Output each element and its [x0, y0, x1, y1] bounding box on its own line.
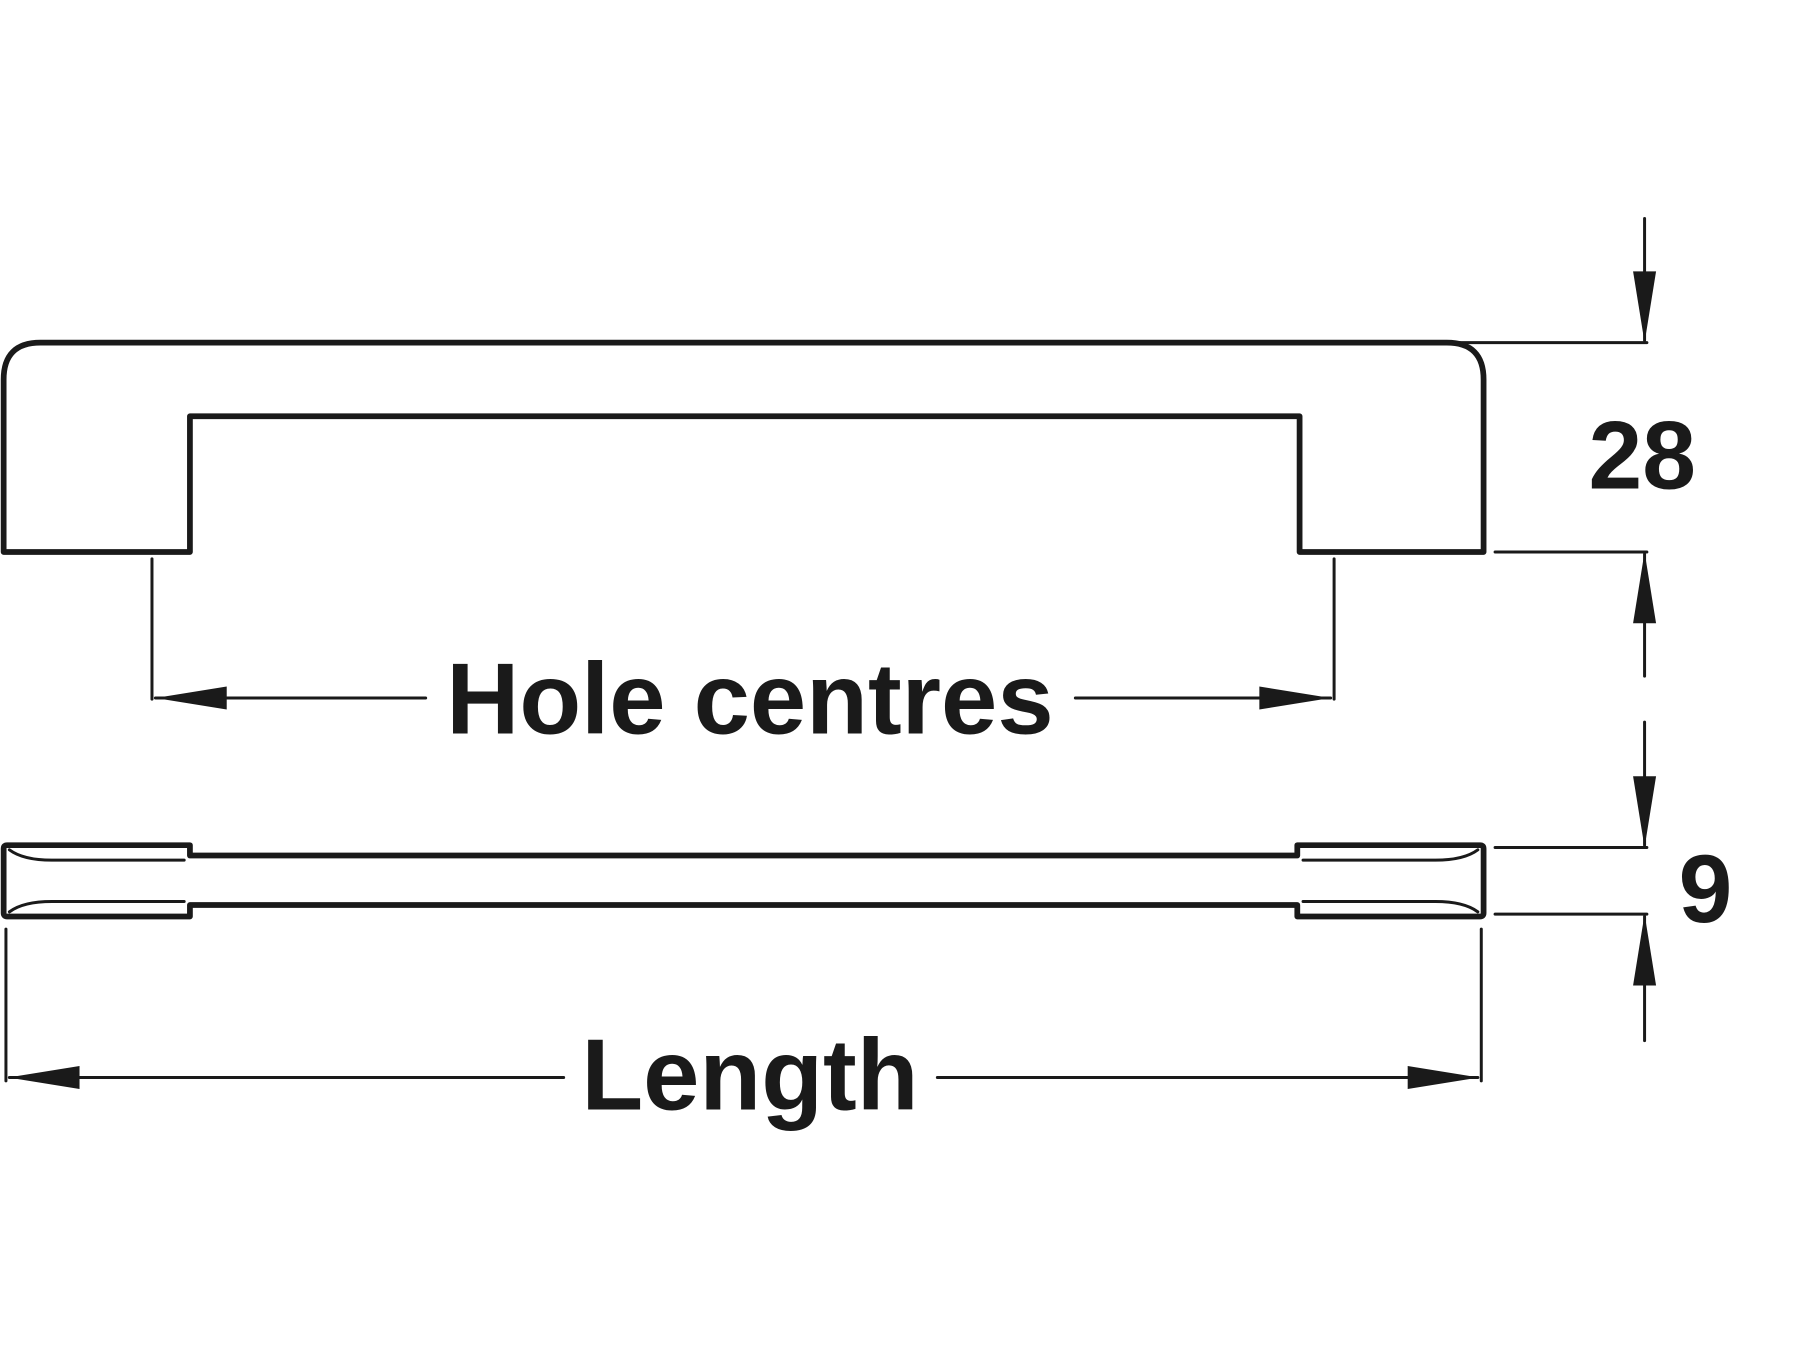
arrow-up-icon — [1633, 551, 1657, 624]
length-label: Length — [581, 1019, 918, 1132]
thickness-dimension: 9 — [1493, 720, 1733, 1043]
height-label: 28 — [1589, 403, 1696, 510]
thickness-label: 9 — [1679, 836, 1733, 943]
hole-centres-label: Hole centres — [446, 643, 1053, 756]
hole-centres-dimension: Hole centres — [150, 557, 1336, 756]
arrow-left-icon — [155, 686, 227, 710]
handle-top-view — [0, 842, 1487, 920]
arrow-down-icon — [1633, 776, 1657, 848]
length-dimension: Length — [4, 927, 1483, 1132]
handle-side-view — [0, 339, 1487, 555]
arrow-up-icon — [1633, 914, 1657, 986]
arrow-down-icon — [1633, 271, 1657, 343]
arrow-right-icon — [1259, 686, 1331, 710]
arrow-right-icon — [1407, 1065, 1479, 1089]
height-dimension: 28 — [1449, 216, 1696, 678]
arrow-left-icon — [8, 1065, 80, 1089]
